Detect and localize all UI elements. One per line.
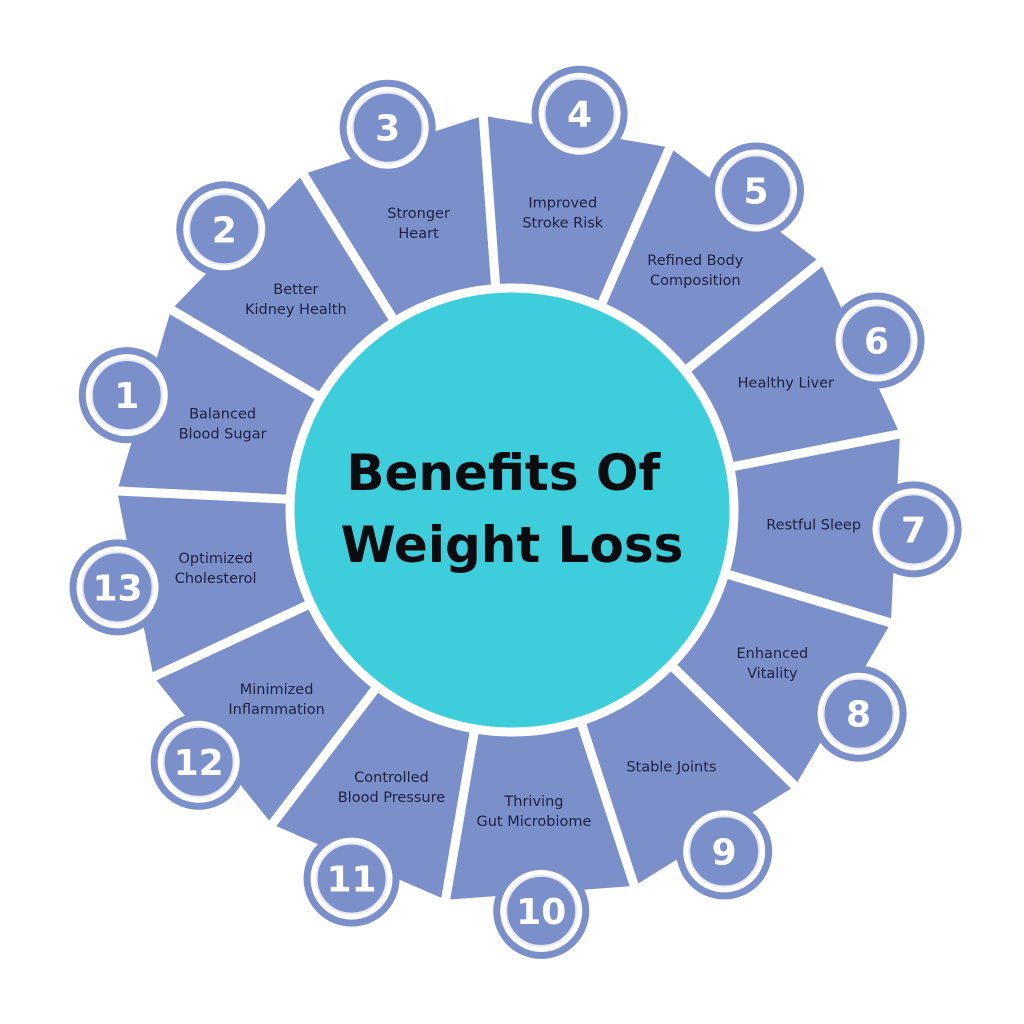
badge-6: 6 bbox=[828, 292, 925, 389]
badge-inner-disc bbox=[315, 842, 388, 915]
segment-label-line: Composition bbox=[650, 273, 741, 289]
segment-label-line: Better bbox=[273, 282, 318, 298]
badge-number: 9 bbox=[712, 832, 737, 873]
badge-inner-disc bbox=[505, 874, 578, 947]
badge-4: 4 bbox=[531, 65, 628, 162]
badge-1: 1 bbox=[78, 347, 175, 444]
badge-12: 12 bbox=[150, 713, 247, 810]
badge-number: 11 bbox=[326, 860, 376, 901]
segment-label-line: Inflammation bbox=[228, 702, 324, 718]
badge-2: 2 bbox=[176, 181, 273, 278]
segment-label-line: Stroke Risk bbox=[522, 215, 603, 231]
badge-number: 2 bbox=[212, 210, 237, 251]
segment-label-line: Restful Sleep bbox=[766, 518, 861, 534]
badge-10: 10 bbox=[493, 862, 590, 959]
badge-inner-disc bbox=[840, 304, 913, 377]
badge-inner-disc bbox=[719, 154, 792, 227]
segment-label-line: Healthy Liver bbox=[738, 376, 834, 392]
segment-label-line: Refined Body bbox=[647, 253, 743, 269]
badge-inner-disc bbox=[90, 359, 163, 432]
badge-number: 4 bbox=[567, 95, 592, 136]
badge-inner-disc bbox=[688, 815, 761, 888]
segment-label-line: Optimized bbox=[179, 551, 253, 567]
badge-inner-disc bbox=[543, 77, 616, 150]
segment-label-7: Restful Sleep bbox=[766, 518, 861, 534]
segment-label-line: Minimized bbox=[240, 682, 314, 698]
center-title: Benefits Of Weight Loss bbox=[341, 444, 684, 574]
segment-label-line: Gut Microbiome bbox=[477, 814, 592, 830]
center-title-line-2: Weight Loss bbox=[341, 516, 684, 574]
badge-inner-disc bbox=[188, 193, 261, 266]
badge-number: 12 bbox=[174, 743, 224, 784]
segment-label-line: Controlled bbox=[354, 770, 429, 786]
center-title-line-1: Benefits Of bbox=[346, 444, 661, 502]
segment-label-line: Thriving bbox=[503, 794, 563, 810]
badge-11: 11 bbox=[303, 830, 400, 927]
badge-number: 1 bbox=[114, 376, 139, 417]
badge-inner-disc bbox=[822, 677, 895, 750]
segment-label-6: Healthy Liver bbox=[738, 376, 834, 392]
badge-number: 8 bbox=[846, 695, 871, 736]
segment-label-line: Blood Sugar bbox=[179, 427, 267, 443]
segment-label-line: Cholesterol bbox=[175, 571, 257, 587]
segment-label-line: Blood Pressure bbox=[338, 790, 446, 806]
badge-number: 3 bbox=[375, 109, 400, 150]
badge-3: 3 bbox=[339, 79, 436, 176]
badge-number: 5 bbox=[743, 172, 768, 213]
segment-label-line: Stronger bbox=[387, 206, 450, 222]
badge-7: 7 bbox=[865, 481, 962, 578]
center-disc bbox=[285, 283, 739, 737]
badge-9: 9 bbox=[676, 803, 773, 900]
badge-inner-disc bbox=[877, 493, 950, 566]
badge-inner-disc bbox=[81, 551, 154, 624]
badge-inner-disc bbox=[351, 91, 424, 164]
segment-label-line: Vitality bbox=[747, 666, 798, 682]
segment-label-line: Heart bbox=[398, 226, 439, 242]
segment-label-line: Enhanced bbox=[736, 646, 808, 662]
badge-8: 8 bbox=[810, 665, 907, 762]
badge-number: 13 bbox=[92, 568, 142, 609]
segment-label-line: Improved bbox=[528, 195, 597, 211]
badge-number: 7 bbox=[901, 510, 926, 551]
badge-number: 10 bbox=[516, 892, 566, 933]
segment-label-line: Stable Joints bbox=[626, 759, 716, 775]
segment-label-line: Balanced bbox=[189, 407, 256, 423]
badge-inner-disc bbox=[162, 725, 235, 798]
segment-label-line: Kidney Health bbox=[245, 302, 347, 318]
badge-13: 13 bbox=[69, 539, 166, 636]
segment-label-9: Stable Joints bbox=[626, 759, 716, 775]
badge-number: 6 bbox=[864, 321, 889, 362]
badge-5: 5 bbox=[707, 142, 804, 239]
